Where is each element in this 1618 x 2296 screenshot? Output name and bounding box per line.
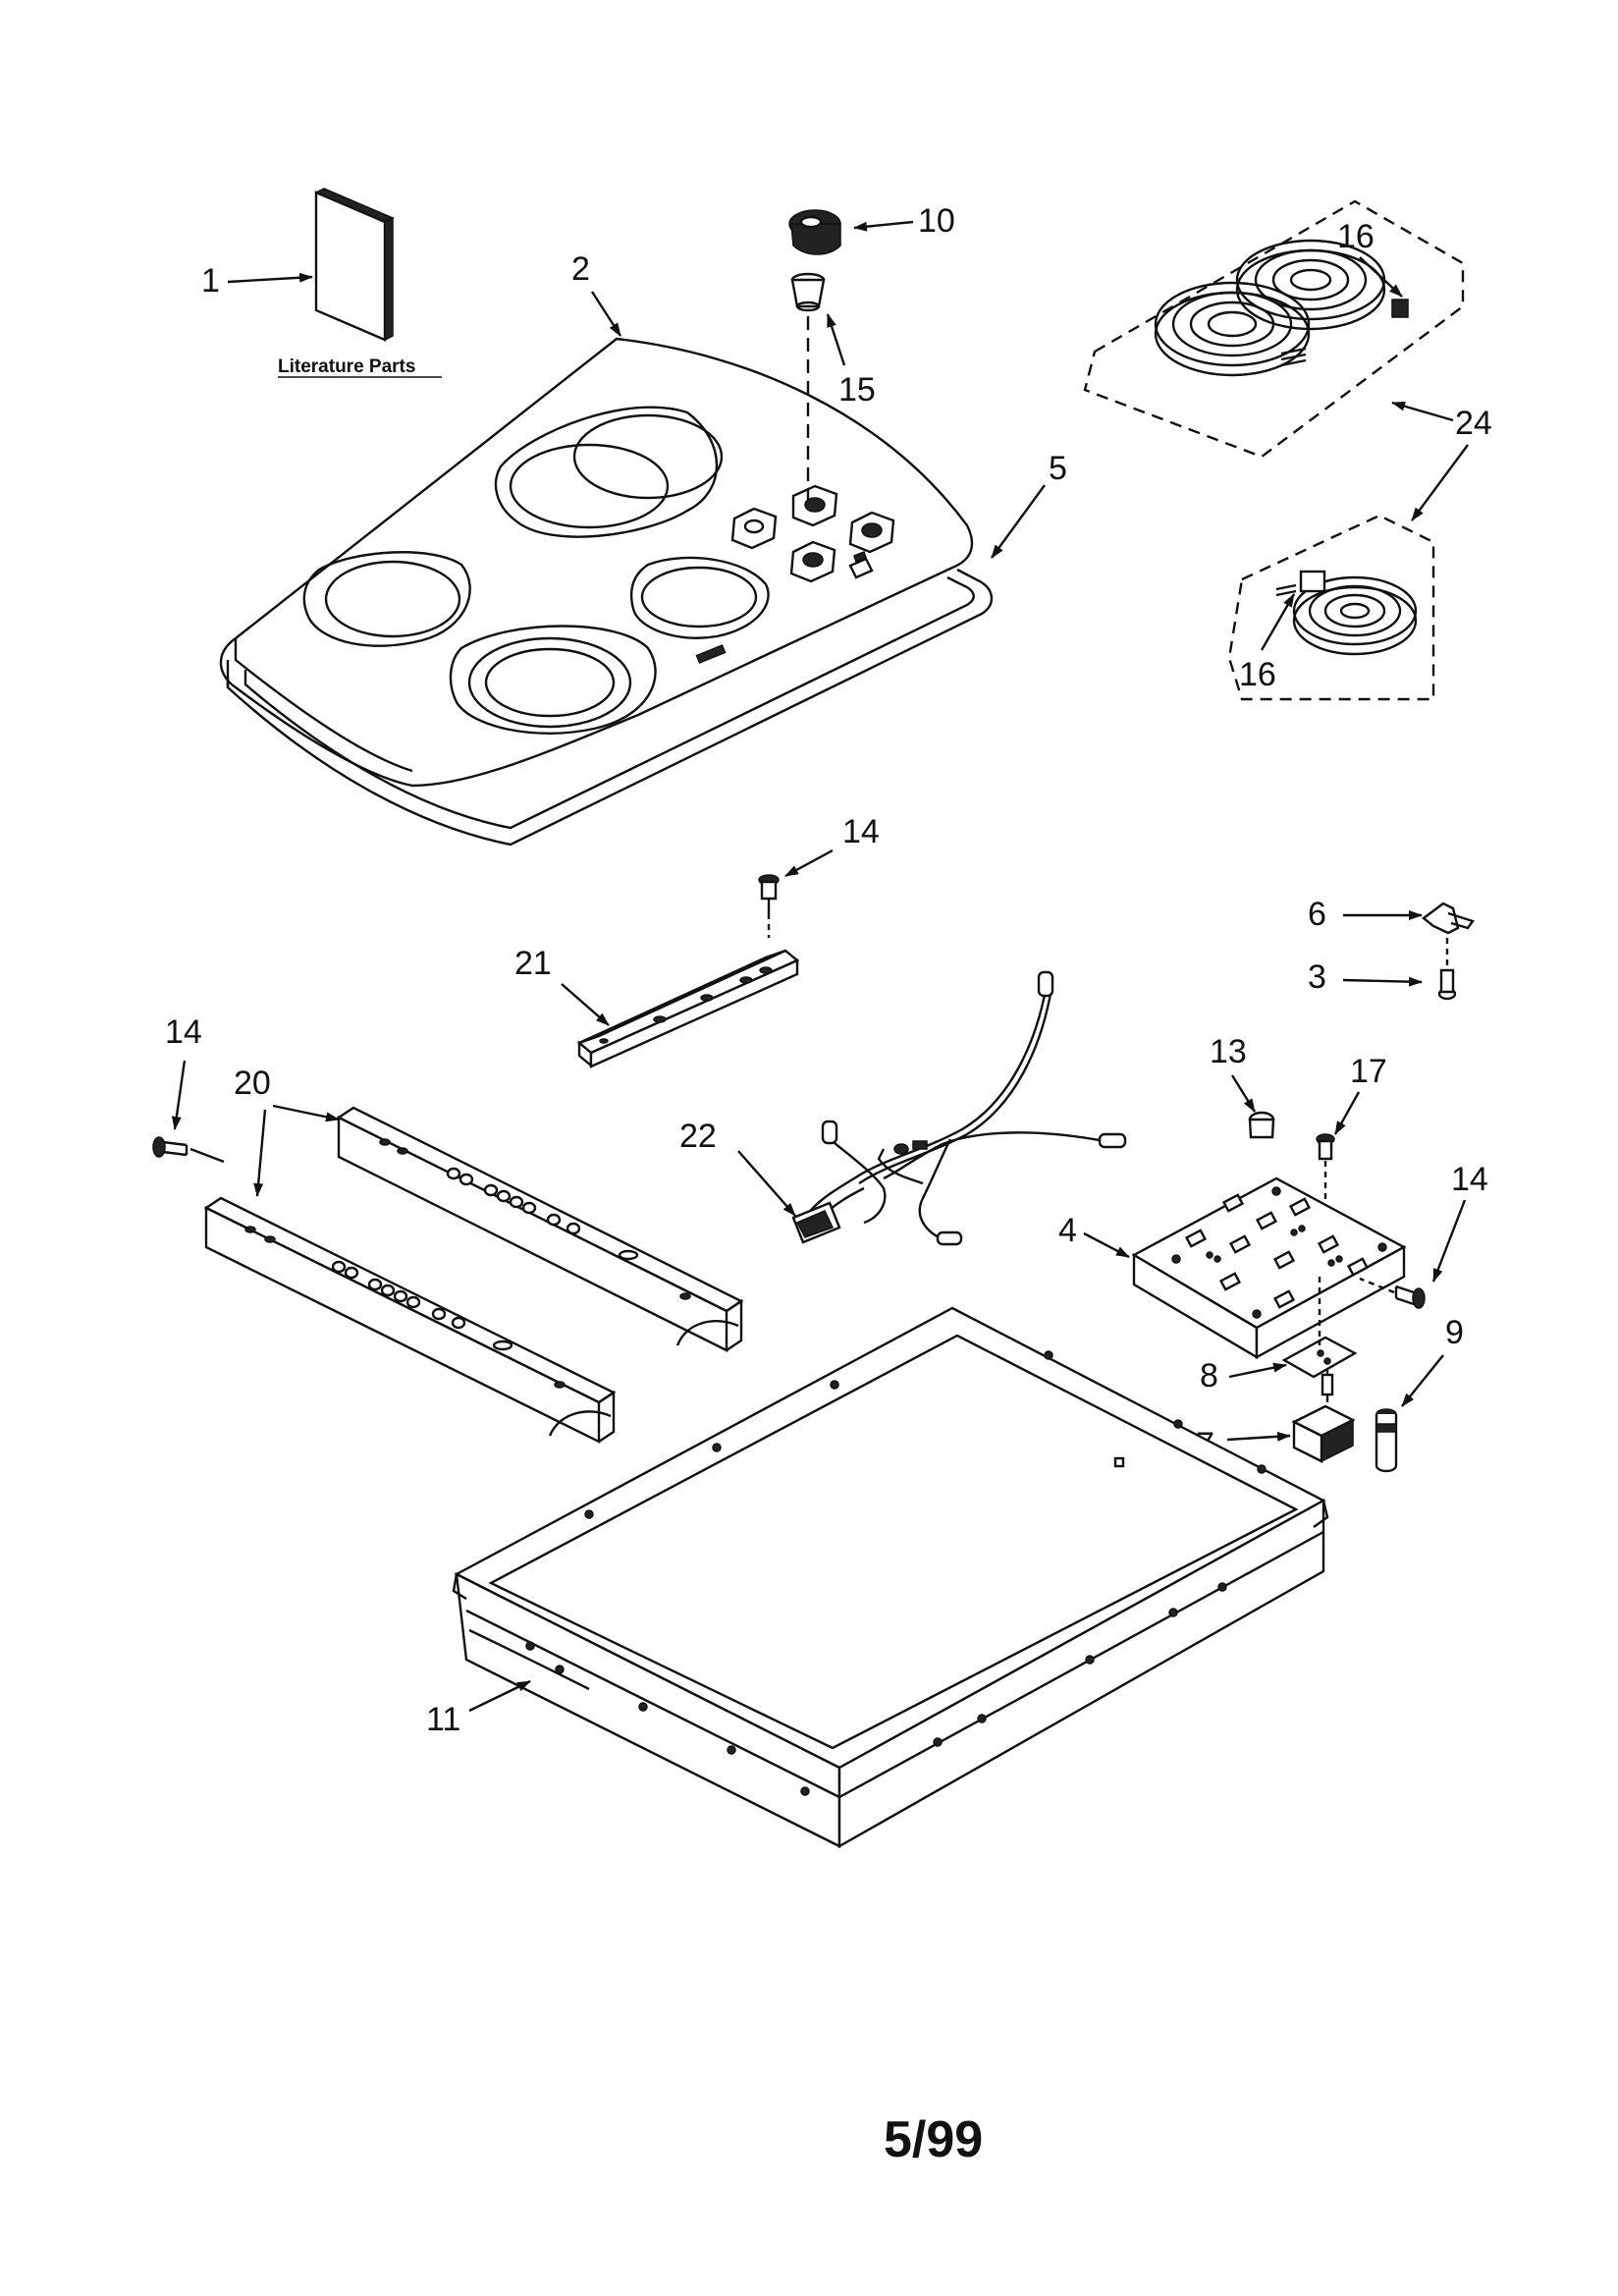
literature-booklet	[314, 188, 395, 342]
callout-5: 5	[1049, 450, 1067, 487]
leader-7	[1226, 1431, 1291, 1442]
callout-9: 9	[1445, 1314, 1464, 1351]
callout-20: 20	[234, 1065, 271, 1102]
fuse-9	[1375, 1408, 1398, 1473]
plate-8	[1281, 1336, 1358, 1379]
base-tray	[452, 1306, 1329, 1849]
rail-front-slots	[331, 1260, 566, 1389]
footer-date: 5/99	[884, 2111, 983, 2168]
leader-2	[590, 291, 622, 337]
callout-16b: 16	[1239, 656, 1276, 693]
callout-13: 13	[1210, 1033, 1247, 1070]
callout-1: 1	[201, 262, 220, 300]
leader-16b	[1260, 593, 1296, 651]
leader-10	[853, 220, 914, 232]
leader-22	[737, 1150, 796, 1217]
rail-back	[336, 1106, 744, 1352]
callout-16a: 16	[1337, 218, 1375, 255]
leader-5	[991, 484, 1046, 559]
element-kit-large	[1083, 199, 1465, 459]
leader-8	[1228, 1362, 1287, 1379]
screw-3	[1437, 968, 1457, 1001]
leader-20b	[253, 1109, 267, 1197]
callout-10: 10	[918, 202, 955, 240]
callout-2: 2	[571, 250, 590, 288]
cooktop-glass	[219, 337, 974, 788]
literature-label: Literature Parts	[278, 356, 415, 377]
screw-left	[152, 1136, 189, 1158]
rail-back-slots	[446, 1167, 691, 1300]
switch-bracket	[1131, 1176, 1407, 1360]
leader-16a	[1359, 256, 1403, 298]
leader-24a	[1391, 401, 1454, 422]
callout-14c: 14	[1451, 1161, 1488, 1198]
knob	[788, 209, 841, 255]
callout-22: 22	[679, 1118, 717, 1155]
bracket-slots	[1171, 1186, 1387, 1319]
rail-front	[203, 1196, 617, 1444]
callout-8: 8	[1200, 1357, 1218, 1394]
callout-6: 6	[1308, 896, 1326, 933]
leader-9	[1401, 1354, 1444, 1407]
leader-4	[1083, 1231, 1130, 1259]
callout-21: 21	[514, 945, 552, 982]
leader-11	[468, 1679, 531, 1713]
leader-3	[1342, 976, 1423, 987]
callout-14b: 14	[165, 1013, 202, 1051]
leader-20a	[272, 1104, 340, 1122]
callout-15: 15	[838, 371, 876, 409]
leader-14a	[784, 848, 834, 878]
screw-right	[1394, 1285, 1426, 1309]
leader-13	[1230, 1074, 1257, 1113]
wire-harness	[791, 970, 1127, 1246]
leader-1	[227, 272, 313, 284]
callout-17: 17	[1350, 1053, 1387, 1090]
gasket	[226, 568, 994, 847]
callout-14a: 14	[842, 813, 880, 850]
leader-15	[826, 313, 846, 366]
knob-insert	[790, 272, 826, 312]
leader-17	[1333, 1091, 1361, 1135]
knob-hole-plates	[730, 484, 895, 583]
tray-holes	[525, 1350, 1267, 1796]
leader-21	[561, 983, 610, 1026]
leader-14b	[171, 1060, 187, 1130]
callout-4: 4	[1058, 1212, 1077, 1249]
leader-14c	[1431, 1199, 1467, 1283]
switch-7	[1291, 1370, 1356, 1463]
leader-24b	[1411, 444, 1469, 521]
callout-11: 11	[426, 1701, 460, 1738]
knob-13	[1248, 1111, 1275, 1139]
callout-24: 24	[1455, 405, 1492, 442]
clip	[1422, 902, 1475, 935]
element-kit-small	[1227, 514, 1435, 701]
leader-14b-tail	[189, 1147, 225, 1164]
callout-3: 3	[1308, 958, 1326, 996]
screw-top	[758, 874, 780, 913]
screw-17	[1316, 1133, 1335, 1161]
bracket-21	[576, 949, 800, 1068]
